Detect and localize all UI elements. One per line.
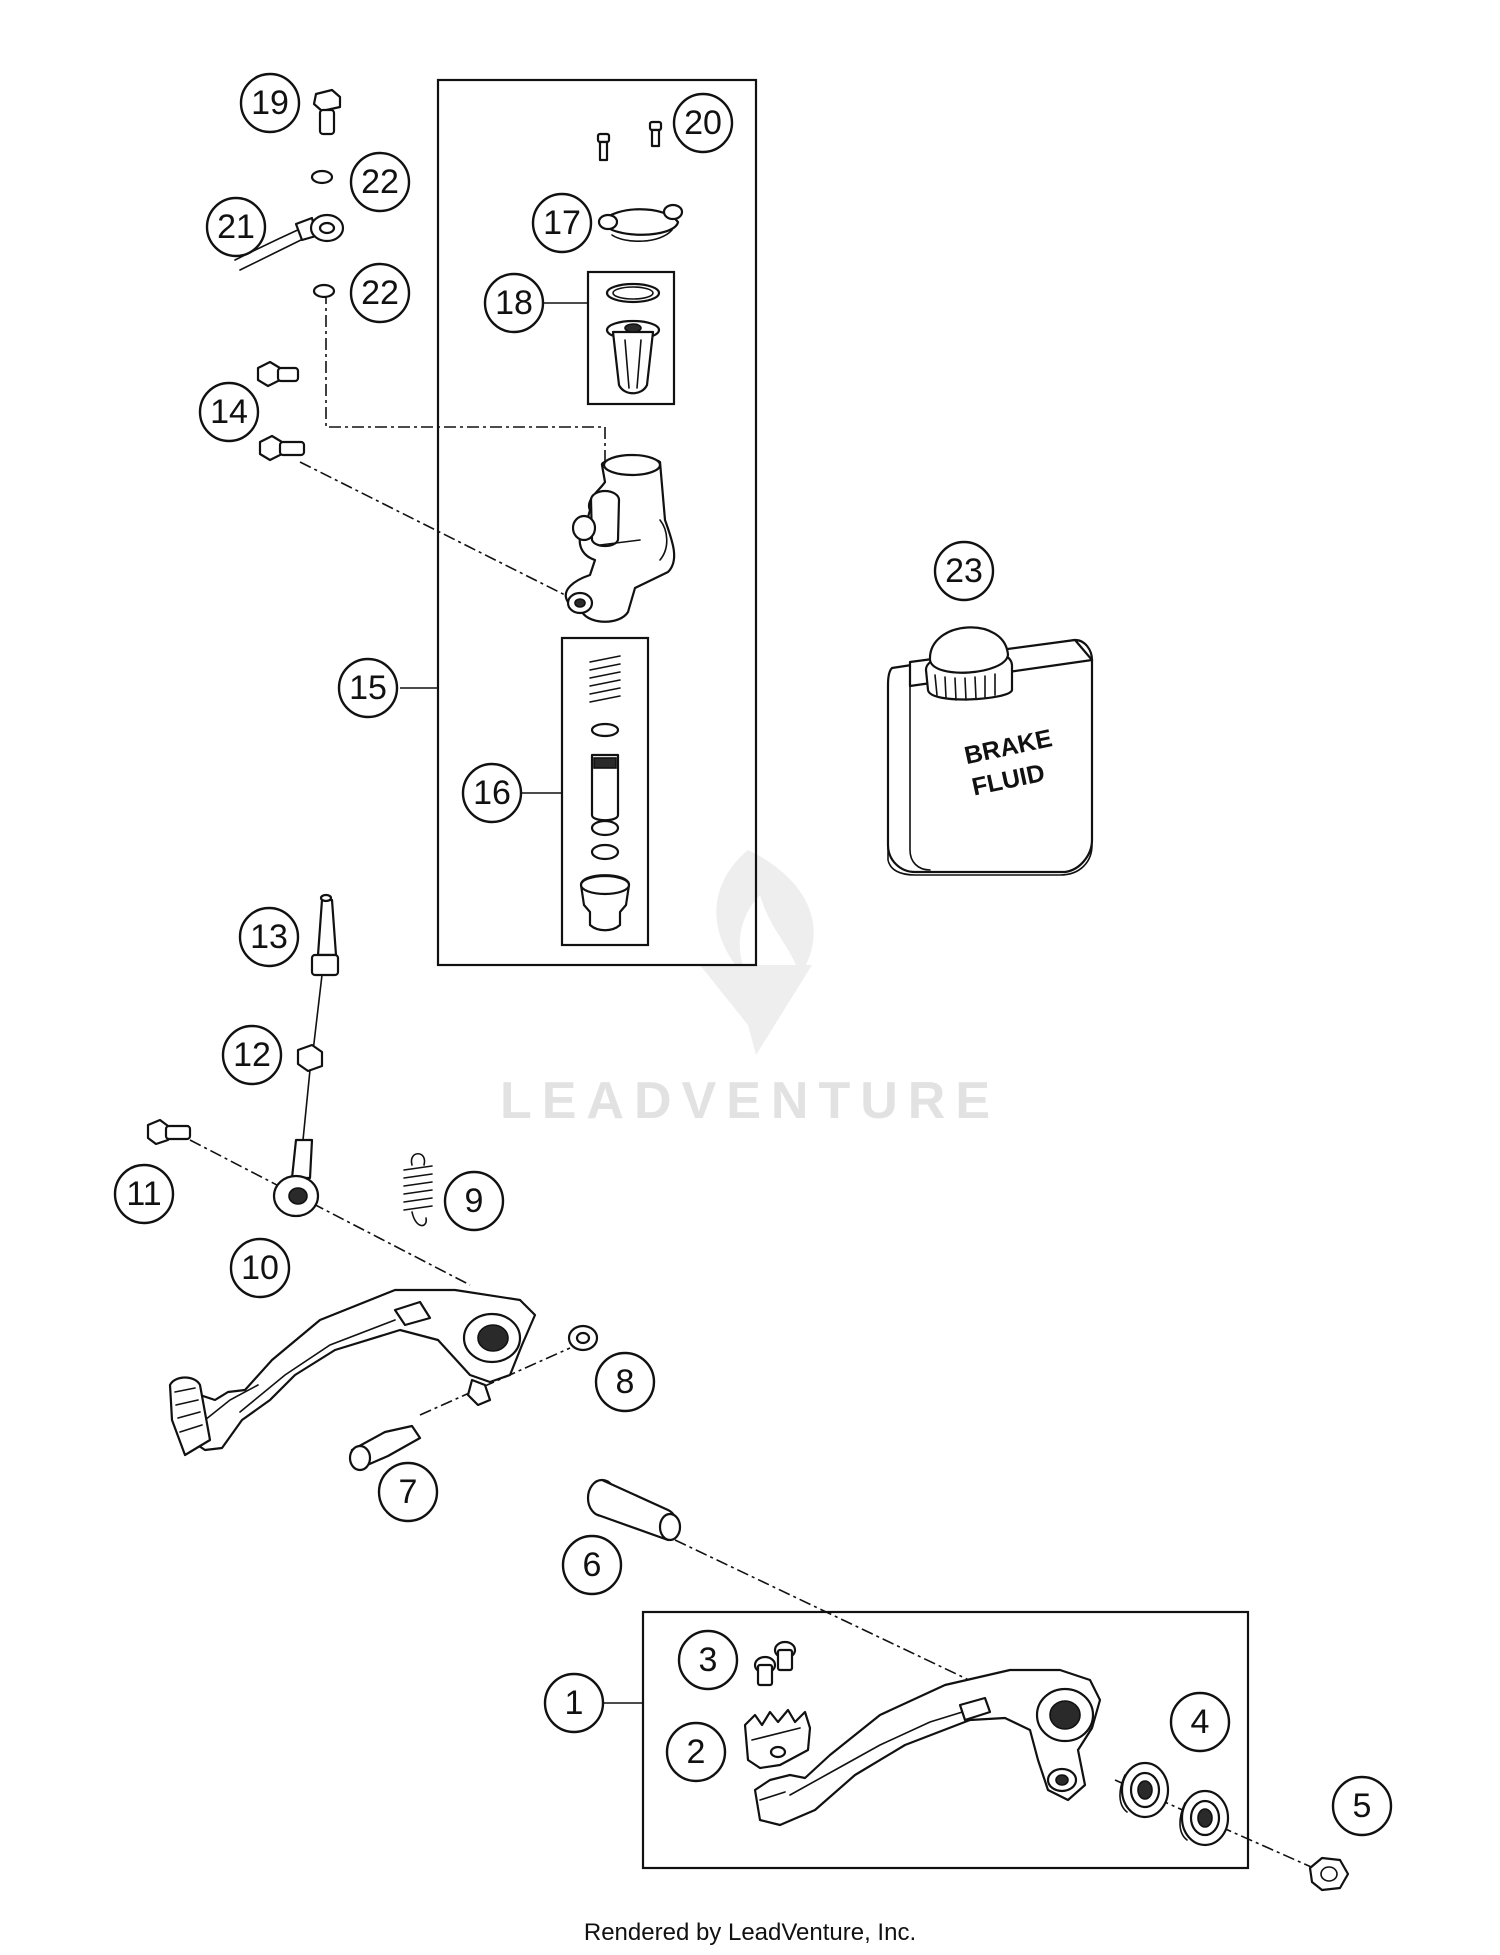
callout-9: 9 [443,1170,505,1232]
callout-3: 3 [677,1629,739,1691]
callout-19: 19 [239,72,301,134]
callout-7: 7 [377,1461,439,1523]
pivot-nut-part [1308,1856,1350,1892]
brake-pedal-assembly-box [641,1610,1250,1870]
piston-kit-part [579,655,631,932]
washer-lower-part [312,283,336,299]
assembly-lines [189,292,1319,1871]
callout-16-label: 16 [473,774,511,812]
callout-22-lower-label: 22 [361,274,399,312]
callout-11-label: 11 [126,1175,161,1213]
callout-20: 20 [672,92,734,154]
mounting-bolt-upper-part [256,360,300,388]
callout-12: 12 [221,1024,283,1086]
callout-4: 4 [1169,1691,1231,1753]
callout-4-label: 4 [1191,1703,1210,1741]
callout-1-label: 1 [565,1684,584,1722]
callout-22-upper: 22 [349,151,411,213]
callout-10: 10 [229,1237,291,1299]
callout-21-label: 21 [217,208,255,246]
step-screws-part [753,1640,797,1687]
callout-20-label: 20 [684,104,722,142]
lock-nut-part [296,1043,324,1073]
master-cylinder-group-box [436,78,758,967]
master-cylinder-body-part [564,453,676,623]
callout-16: 16 [461,762,523,824]
callout-8-label: 8 [616,1363,635,1401]
callout-18: 18 [483,272,545,334]
step-plate-part [743,1708,812,1770]
bearings-part [1119,1761,1230,1847]
piston-kit-box [560,636,650,947]
callout-2-label: 2 [687,1733,706,1771]
brake-pedal-assembly-part [753,1668,1102,1827]
callout-21: 21 [205,196,267,258]
callout-22-upper-label: 22 [361,163,399,201]
mounting-bolt-lower-part [258,434,306,462]
return-spring-part [403,1152,433,1227]
callout-15-label: 15 [349,669,387,707]
callout-6: 6 [561,1534,623,1596]
callout-7-label: 7 [399,1473,418,1511]
reservoir-screws-part [596,120,663,162]
callout-15: 15 [337,657,399,719]
callout-17: 17 [531,192,593,254]
banjo-bolt-part [312,88,342,136]
reservoir-cap-part [597,203,684,243]
reservoir-kit-part [605,282,661,395]
washer-upper-part [310,169,334,185]
watermark-text: LEADVENTURE [500,1072,1000,1130]
pedal-nut-part [567,1324,599,1352]
push-rod-part [310,893,340,1061]
watermark-logo [700,850,814,1055]
callout-3-label: 3 [699,1641,718,1679]
leader-lines [400,302,643,1704]
brake-pedal-upper-part [168,1288,537,1457]
footer-credit: Rendered by LeadVenture, Inc. [584,1919,916,1946]
callout-12-label: 12 [233,1036,271,1074]
callout-1: 1 [543,1672,605,1734]
callout-23-label: 23 [945,552,983,590]
callout-11: 11 [113,1163,175,1225]
pedal-pin-part [348,1424,422,1472]
callout-19-label: 19 [251,84,289,122]
callout-10-label: 10 [241,1249,279,1287]
callout-17-label: 17 [543,204,581,242]
clevis-part [272,1069,320,1218]
pivot-sleeve-part [586,1478,682,1542]
callout-18-label: 18 [495,284,533,322]
brake-fluid-container-part [886,626,1094,876]
callout-5: 5 [1331,1775,1393,1837]
callout-8: 8 [594,1351,656,1413]
callout-14-label: 14 [210,393,248,431]
callout-23: 23 [933,540,995,602]
callout-2: 2 [665,1721,727,1783]
clevis-bolt-part [146,1118,192,1146]
callout-13: 13 [238,906,300,968]
callout-9-label: 9 [465,1182,484,1220]
callout-13-label: 13 [250,918,288,956]
brake-hose-part [234,213,345,271]
callout-5-label: 5 [1353,1787,1372,1825]
callout-6-label: 6 [583,1546,602,1584]
reservoir-kit-box [586,270,676,406]
callout-14: 14 [198,381,260,443]
callout-22-lower: 22 [349,262,411,324]
